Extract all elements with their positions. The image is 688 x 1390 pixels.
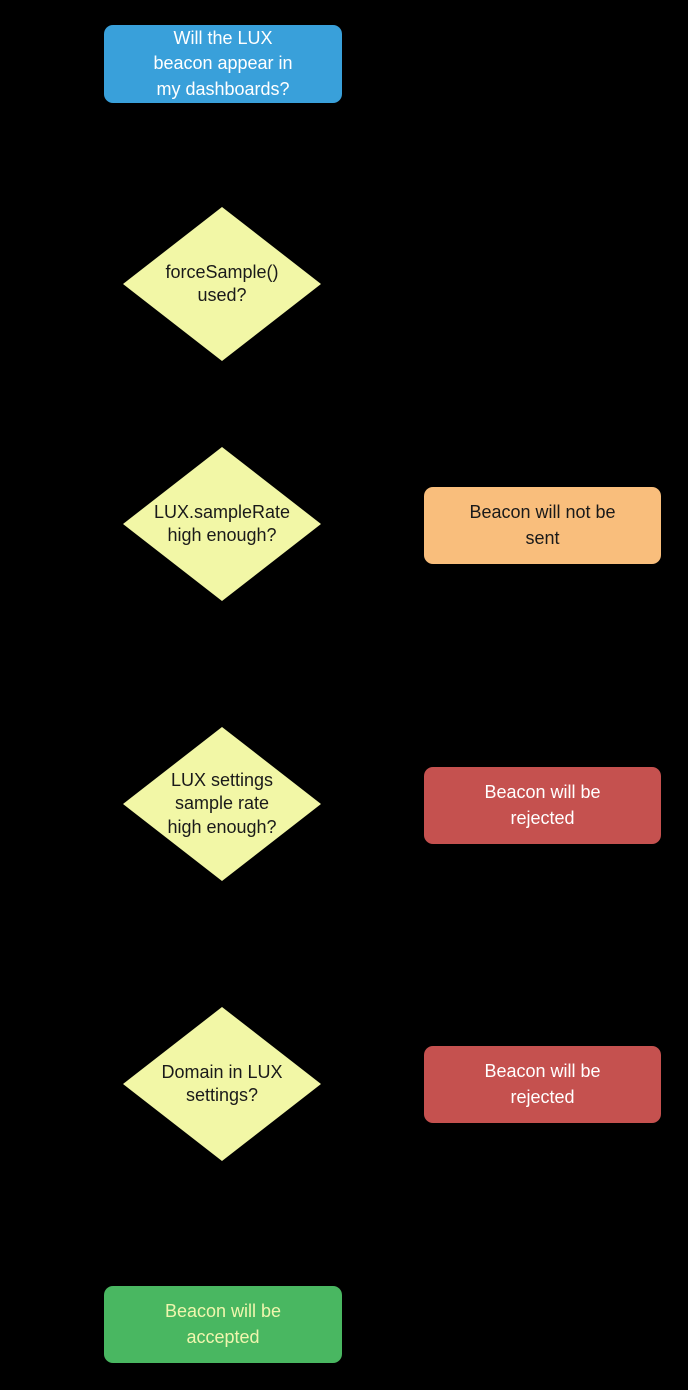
diamond-shape-icon xyxy=(123,727,321,881)
diamond-shape-icon xyxy=(123,1007,321,1161)
diamond-shape-icon xyxy=(123,207,321,361)
node-outcome-accepted-label: Beacon will be accepted xyxy=(164,1301,282,1347)
node-outcome-rejected-2: Beacon will be rejected xyxy=(424,1046,661,1123)
node-decision-settings-samplerate-label: LUX settings sample rate high enough? xyxy=(167,769,277,837)
node-outcome-not-sent-label: Beacon will not be sent xyxy=(469,502,616,548)
node-outcome-rejected-1-label: Beacon will be rejected xyxy=(484,782,601,828)
node-outcome-accepted: Beacon will be accepted xyxy=(104,1286,342,1363)
diamond-shape-icon xyxy=(123,447,321,601)
node-start-question: Will the LUX beacon appear in my dashboa… xyxy=(104,25,342,103)
node-outcome-rejected-1: Beacon will be rejected xyxy=(424,767,661,844)
node-outcome-rejected-2-label: Beacon will be rejected xyxy=(484,1061,601,1107)
node-decision-forcesample-label: forceSample() used? xyxy=(165,261,279,305)
node-decision-domain-label: Domain in LUX settings? xyxy=(161,1061,283,1105)
node-decision-forcesample: forceSample() used? xyxy=(123,207,321,361)
node-start-question-label: Will the LUX beacon appear in my dashboa… xyxy=(153,28,293,99)
node-decision-domain: Domain in LUX settings? xyxy=(123,1007,321,1161)
node-decision-settings-samplerate: LUX settings sample rate high enough? xyxy=(123,727,321,881)
node-decision-lux-samplerate-label: LUX.sampleRate high enough? xyxy=(153,501,291,545)
node-outcome-not-sent: Beacon will not be sent xyxy=(424,487,661,564)
node-decision-lux-samplerate: LUX.sampleRate high enough? xyxy=(123,447,321,601)
